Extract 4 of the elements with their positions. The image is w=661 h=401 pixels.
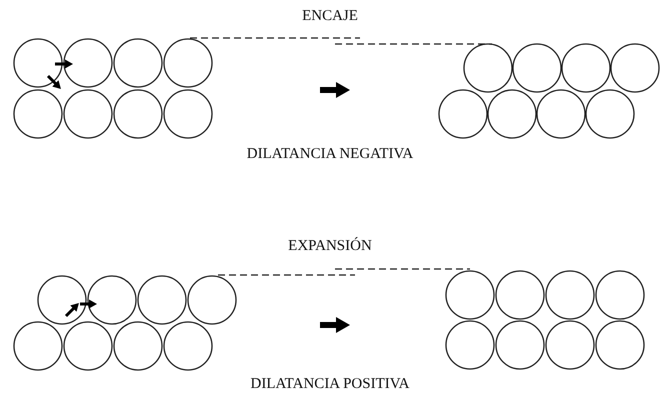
- state-label: DILATANCIA POSITIVA: [250, 376, 410, 393]
- state-label: ENCAJE: [302, 8, 358, 25]
- state-label: EXPANSIÓN: [288, 238, 372, 255]
- state-label: DILATANCIA NEGATIVA: [246, 146, 414, 163]
